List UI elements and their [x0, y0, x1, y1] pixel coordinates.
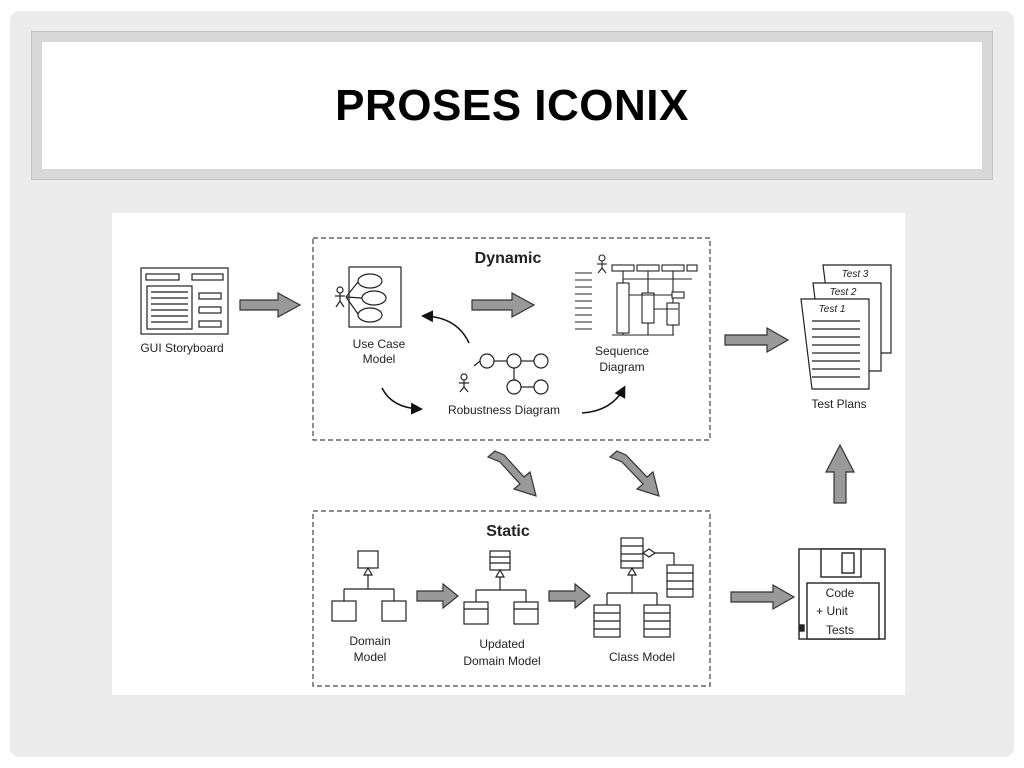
curve-usecase-to-robustness [381, 387, 423, 415]
test-plans-label: Test Plans [811, 397, 866, 411]
arrow-domain-to-updated [416, 582, 459, 610]
title-panel: PROSES ICONIX [42, 42, 982, 169]
robustness-diagram-icon [459, 353, 549, 395]
test-plans-icon [800, 264, 892, 390]
dynamic-region [312, 237, 711, 441]
class-model-icon [593, 537, 694, 638]
static-region [312, 510, 711, 687]
sequence-line1: Sequence [595, 344, 649, 358]
test-sheet-1: Test 1 [819, 304, 846, 315]
arrow-dynamic-to-static-right [608, 450, 660, 497]
curve-robustness-to-usecase [421, 310, 470, 344]
title-frame: PROSES ICONIX [31, 31, 993, 180]
use-case-line1: Use Case [353, 337, 406, 351]
test-sheet-2: Test 2 [830, 287, 857, 298]
arrow-code-to-testplans [825, 443, 855, 504]
updated-domain-model-icon [463, 550, 539, 625]
block-arrows [239, 291, 855, 611]
domain-model-icon [331, 550, 407, 622]
arrow-dynamic-to-static-left [486, 450, 537, 497]
sequence-diagram-icon [575, 254, 698, 336]
code-line3: Tests [826, 623, 854, 637]
arrow-usecase-to-sequence [471, 291, 536, 319]
static-label: Static [486, 523, 530, 540]
class-model-label: Class Model [609, 650, 675, 664]
sequence-line2: Diagram [599, 360, 644, 374]
curve-robustness-to-sequence [581, 385, 626, 414]
domain-model-line1: Domain [349, 634, 390, 648]
test-sheet-3: Test 3 [842, 269, 869, 280]
slide-title: PROSES ICONIX [335, 80, 689, 130]
use-case-line2: Model [363, 352, 396, 366]
updated-domain-line1: Updated [479, 637, 524, 651]
floppy-disk-icon [798, 548, 886, 640]
code-line1: Code [826, 586, 855, 600]
gui-storyboard-label: GUI Storyboard [140, 341, 223, 355]
iconix-process-diagram: Dynamic Static GUI Storyboard [112, 213, 905, 695]
dynamic-label: Dynamic [475, 250, 542, 267]
updated-domain-line2: Domain Model [463, 654, 540, 668]
code-line2: + Unit [816, 604, 848, 618]
arrow-static-to-code [730, 583, 796, 611]
gui-storyboard-icon [140, 267, 229, 335]
arrow-dynamic-to-testplans [724, 326, 790, 354]
domain-model-line2: Model [354, 650, 387, 664]
robustness-diagram-label: Robustness Diagram [448, 403, 560, 417]
arrow-updated-to-class [548, 582, 591, 610]
arrow-gui-to-dynamic [239, 291, 302, 319]
diagram-canvas: Dynamic Static GUI Storyboard [140, 237, 892, 687]
use-case-model-icon [335, 266, 402, 328]
